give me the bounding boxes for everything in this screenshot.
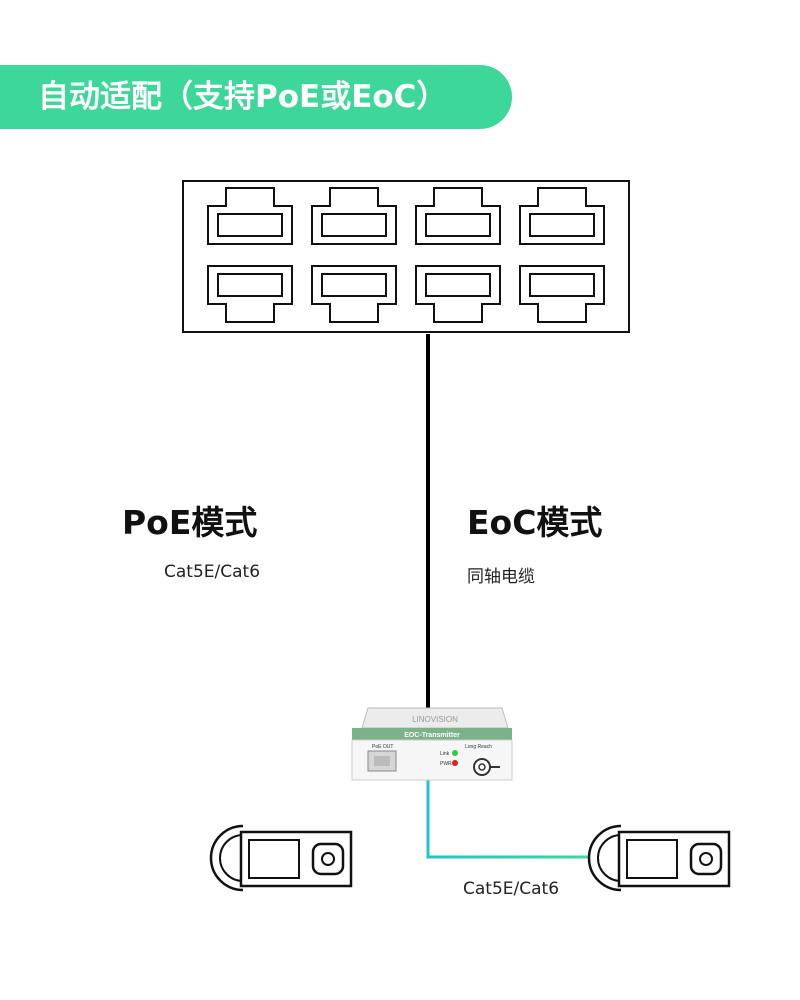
transmitter-model: EOC-Transmitter bbox=[404, 732, 460, 739]
poe-mode-title: PoE模式 bbox=[122, 503, 258, 542]
eoc-mode-title: EoC模式 bbox=[467, 503, 603, 542]
eoc-camera-icon bbox=[587, 824, 731, 892]
camera-cable-line bbox=[426, 778, 588, 859]
rj45-port-icon bbox=[207, 265, 293, 323]
rj45-port-icon bbox=[207, 187, 293, 245]
pwr-led-icon bbox=[452, 760, 458, 766]
led-pwr-label: PWR bbox=[440, 761, 452, 767]
rj45-port-icon bbox=[415, 265, 501, 323]
rj45-port-icon bbox=[519, 265, 605, 323]
rj45-port-icon bbox=[311, 187, 397, 245]
eoc-transmitter: LINOVISION EOC-Transmitter PoE OUT Link … bbox=[351, 707, 513, 781]
rj45-port-icon bbox=[519, 187, 605, 245]
rj45-port-icon bbox=[311, 265, 397, 323]
transmitter-brand: LINOVISION bbox=[412, 715, 458, 724]
poe-camera-icon bbox=[209, 824, 353, 892]
switch-label: Long Reach bbox=[465, 744, 492, 750]
rj45-port-icon bbox=[415, 187, 501, 245]
poe-cable-label: Cat5E/Cat6 bbox=[164, 562, 261, 582]
coax-cable-label: 同轴电缆 bbox=[467, 567, 535, 587]
network-switch bbox=[182, 180, 630, 333]
title-banner: 自动适配（支持PoE或EoC） bbox=[0, 65, 512, 129]
camera-cable-label: Cat5E/Cat6 bbox=[463, 879, 560, 899]
page-title: 自动适配（支持PoE或EoC） bbox=[38, 79, 448, 115]
port-label: PoE OUT bbox=[372, 744, 393, 750]
link-led-icon bbox=[452, 750, 458, 756]
led-link-label: Link bbox=[440, 751, 450, 757]
switch-ports bbox=[207, 187, 605, 323]
